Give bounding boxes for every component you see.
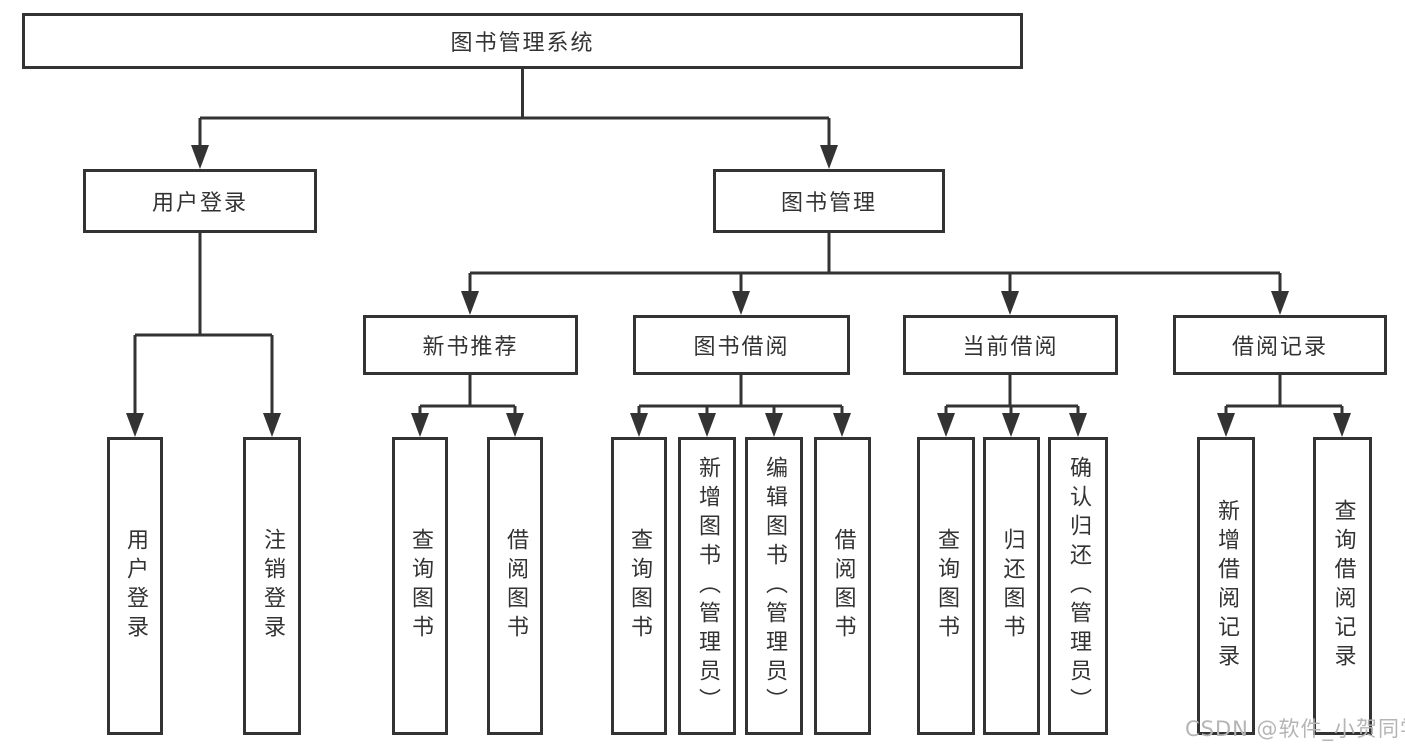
leaf-current-confirm-return-admin: 确认归还（管理员） — [1048, 437, 1108, 735]
leaf-recommend-borrow-book: 借阅图书 — [487, 437, 543, 735]
leaf-current-query-book: 查询图书 — [917, 437, 975, 735]
leaf-borrowing-add-book-admin: 新增图书（管理员） — [678, 437, 736, 735]
leaf-user-login: 用户登录 — [107, 437, 163, 735]
leaf-logout: 注销登录 — [243, 437, 301, 735]
node-library-system: 图书管理系统 — [22, 13, 1023, 69]
node-book-borrowing: 图书借阅 — [633, 315, 850, 375]
node-current-borrowing: 当前借阅 — [903, 315, 1118, 375]
leaf-current-return-book: 归还图书 — [983, 437, 1040, 735]
leaf-borrowing-borrow-book: 借阅图书 — [814, 437, 871, 735]
node-borrow-records: 借阅记录 — [1173, 315, 1387, 375]
csdn-watermark: CSDN @软件_小贺同学 — [1185, 717, 1405, 741]
node-user-login: 用户登录 — [83, 169, 317, 233]
node-new-book-recommend: 新书推荐 — [363, 315, 578, 375]
leaf-borrowing-query-book: 查询图书 — [611, 437, 667, 735]
leaf-borrowing-edit-book-admin: 编辑图书（管理员） — [745, 437, 803, 735]
leaf-record-add-borrow-record: 新增借阅记录 — [1197, 437, 1255, 735]
leaf-recommend-query-book: 查询图书 — [392, 437, 448, 735]
leaf-record-query-borrow-record: 查询借阅记录 — [1313, 437, 1372, 735]
node-book-management: 图书管理 — [713, 169, 945, 233]
